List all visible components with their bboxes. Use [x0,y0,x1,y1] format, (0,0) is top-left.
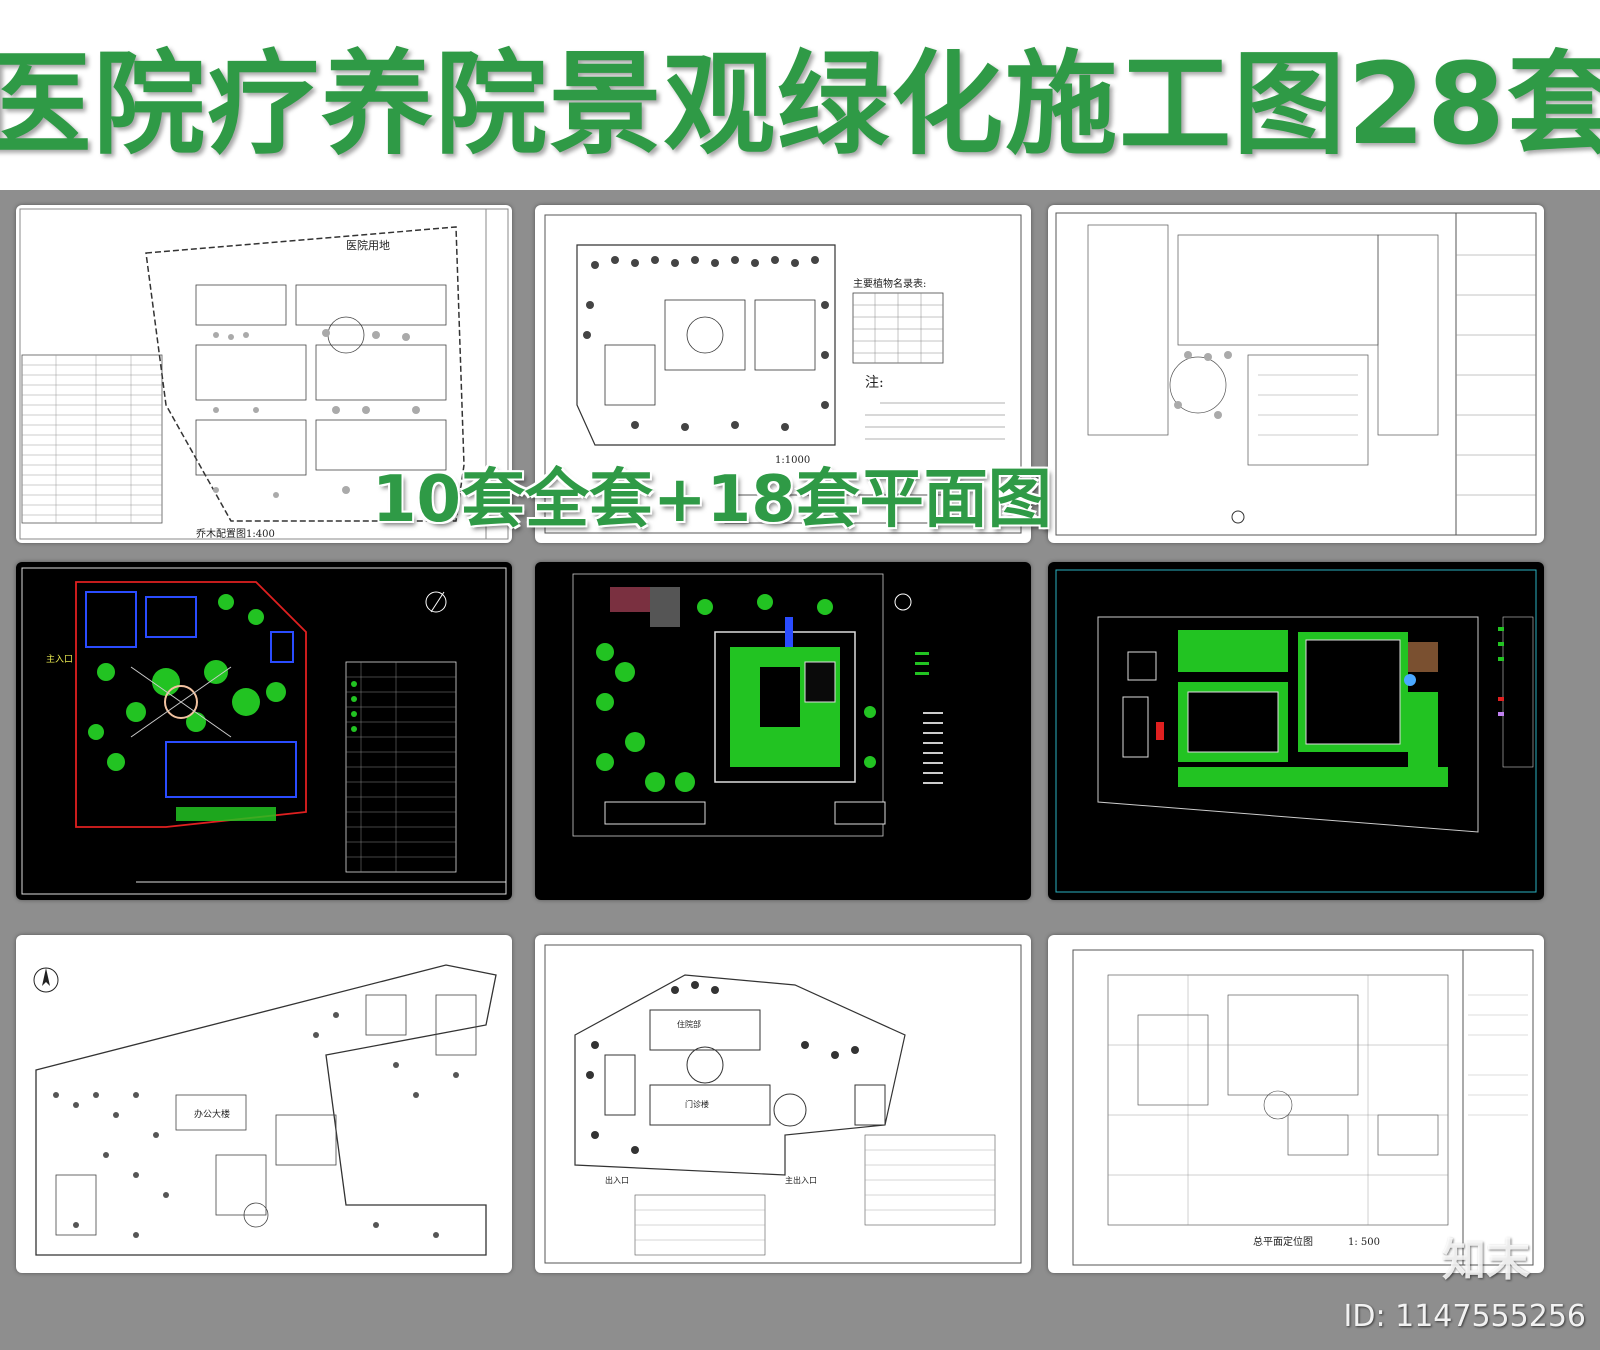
drawing-panel-8: 住院部 门诊楼 出入口 主出入口 [535,935,1031,1273]
page-title: 医院疗养院景观绿化施工图28套 [0,40,1600,170]
drawing-panel-1: 医院用地 乔木配置图1:400 [16,205,512,543]
panel4-entrance: 主入口 [46,653,73,665]
drawing-gallery: 医院用地 乔木配置图1:400 主要植物名录表: [0,190,1600,1350]
panel8-exit: 出入口 [605,1175,629,1185]
drawing-panel-2: 主要植物名录表: 注: 1:1000 [535,205,1031,543]
drawing-panel-9: 总平面定位图 1: 500 [1048,935,1544,1273]
watermark-id: ID: 1147555256 [1343,1299,1586,1334]
panel8-ward: 住院部 [677,1019,701,1029]
watermark-logo: 知末 [1442,1235,1530,1286]
drawing-panel-4: 主入口 [16,562,512,900]
panel1-site-label: 医院用地 [346,238,390,252]
drawing-panel-7: 办公大楼 [16,935,512,1273]
panel2-legend-title: 主要植物名录表: [853,277,926,290]
set-count-subtitle: 10套全套+18套平面图 [372,463,1052,537]
panel1-caption: 乔木配置图1:400 [196,528,275,540]
panel8-main-exit: 主出入口 [785,1175,817,1185]
title-banner: 医院疗养院景观绿化施工图28套 [0,0,1600,190]
panel9-scale: 1: 500 [1348,1237,1380,1248]
drawing-panel-6 [1048,562,1544,900]
panel9-caption: 总平面定位图 [1253,1235,1313,1248]
panel2-note-title: 注: [865,375,884,391]
drawing-panel-5 [535,562,1031,900]
panel8-clinic: 门诊楼 [685,1099,709,1109]
panel2-scale: 1:1000 [775,455,810,466]
panel7-office: 办公大楼 [194,1108,230,1120]
drawing-panel-3 [1048,205,1544,543]
